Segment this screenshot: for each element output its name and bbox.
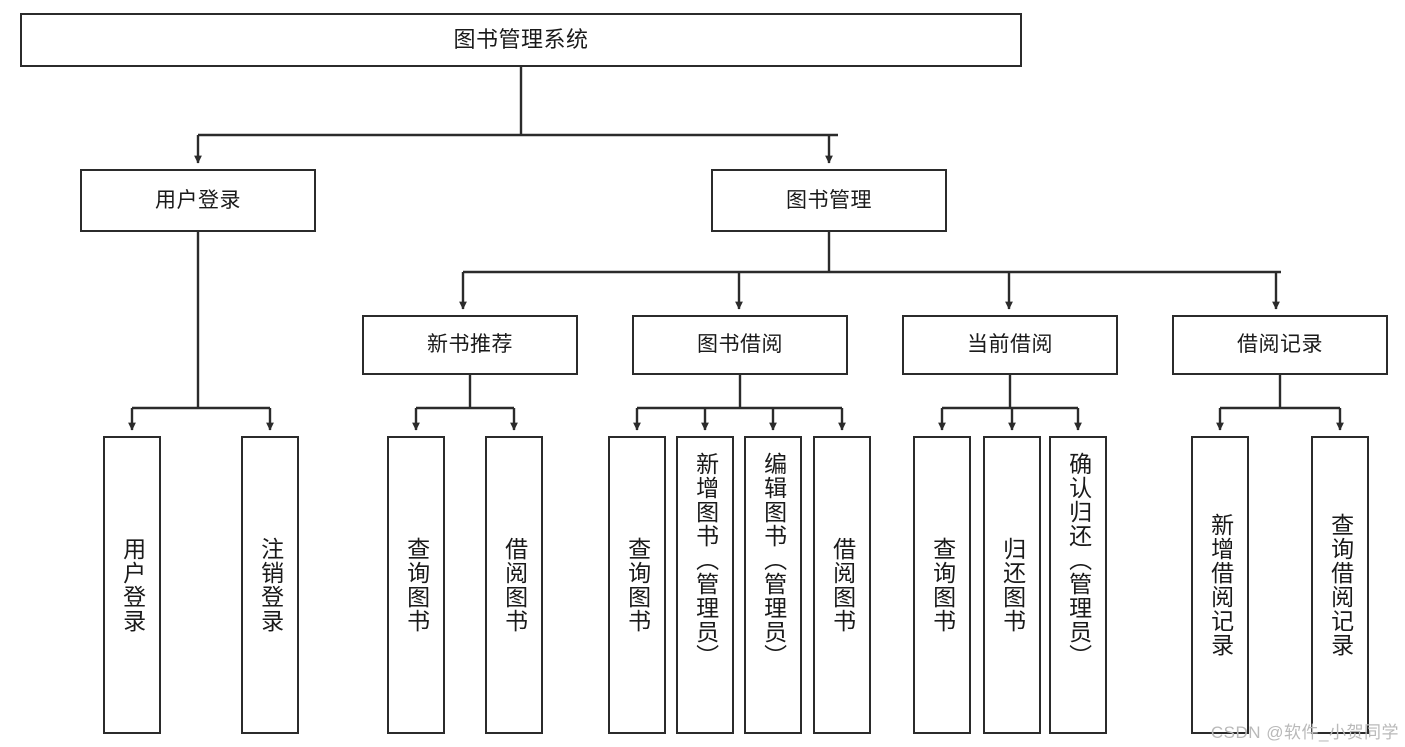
node-label: 新增借阅记录 — [1207, 513, 1234, 657]
node-leaf-logout-login[interactable]: 注销登录 — [241, 436, 299, 734]
node-label: 查询图书 — [624, 537, 651, 633]
node-label: 用户登录 — [119, 537, 146, 633]
node-leaf-add-borrow-record[interactable]: 新增借阅记录 — [1191, 436, 1249, 734]
watermark-text: CSDN @软件_小贺同学 — [1210, 723, 1399, 742]
node-leaf-borrow-book-1[interactable]: 借阅图书 — [485, 436, 543, 734]
node-leaf-query-book-3[interactable]: 查询图书 — [913, 436, 971, 734]
node-label: 查询图书 — [929, 537, 956, 633]
node-label: 借阅记录 — [1237, 333, 1323, 357]
node-leaf-edit-book-admin[interactable]: 编辑图书（管理员） — [744, 436, 802, 734]
node-leaf-confirm-return-admin[interactable]: 确认归还（管理员） — [1049, 436, 1107, 734]
node-new-book-recommend[interactable]: 新书推荐 — [362, 315, 578, 375]
node-label: 图书管理系统 — [453, 26, 589, 52]
node-label: 注销登录 — [257, 537, 284, 633]
node-leaf-query-book-2[interactable]: 查询图书 — [608, 436, 666, 734]
node-label: 图书管理 — [786, 188, 872, 212]
node-current-borrow[interactable]: 当前借阅 — [902, 315, 1118, 375]
node-label: 用户登录 — [155, 188, 241, 212]
node-leaf-query-borrow-record[interactable]: 查询借阅记录 — [1311, 436, 1369, 734]
node-leaf-add-book-admin[interactable]: 新增图书（管理员） — [676, 436, 734, 734]
node-leaf-query-book-1[interactable]: 查询图书 — [387, 436, 445, 734]
node-label: 新增图书（管理员） — [692, 452, 719, 668]
node-borrow-record[interactable]: 借阅记录 — [1172, 315, 1388, 375]
node-user-login[interactable]: 用户登录 — [80, 169, 316, 232]
node-label: 新书推荐 — [427, 333, 513, 357]
node-label: 编辑图书（管理员） — [760, 452, 787, 668]
node-leaf-borrow-book-2[interactable]: 借阅图书 — [813, 436, 871, 734]
node-book-borrow[interactable]: 图书借阅 — [632, 315, 848, 375]
node-label: 归还图书 — [999, 537, 1026, 633]
node-label: 借阅图书 — [501, 537, 528, 633]
node-book-manage[interactable]: 图书管理 — [711, 169, 947, 232]
node-root-system[interactable]: 图书管理系统 — [20, 13, 1022, 67]
node-label: 查询借阅记录 — [1327, 513, 1354, 657]
node-label: 确认归还（管理员） — [1065, 452, 1092, 668]
node-label: 借阅图书 — [829, 537, 856, 633]
node-leaf-return-book[interactable]: 归还图书 — [983, 436, 1041, 734]
node-label: 查询图书 — [403, 537, 430, 633]
node-label: 当前借阅 — [967, 333, 1053, 357]
node-leaf-user-login[interactable]: 用户登录 — [103, 436, 161, 734]
node-label: 图书借阅 — [697, 333, 783, 357]
